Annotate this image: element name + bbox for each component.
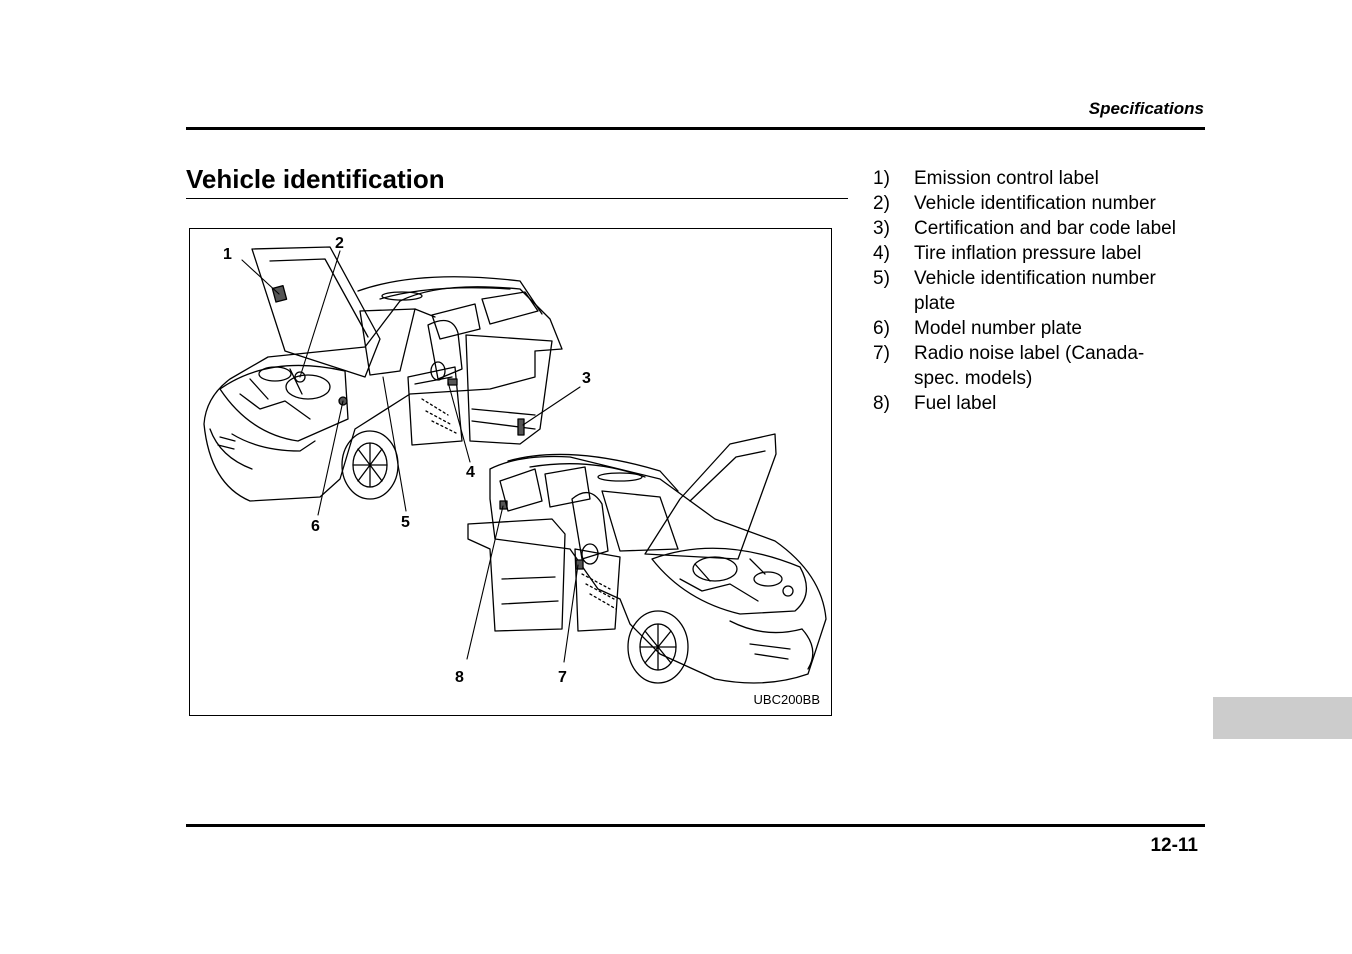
running-header: Specifications bbox=[1088, 99, 1204, 118]
legend-number: 2) bbox=[873, 193, 890, 214]
page-title: Vehicle identification bbox=[186, 164, 445, 194]
footer-rule bbox=[186, 824, 1205, 827]
callout-4: 4 bbox=[466, 464, 475, 481]
legend-number: 4) bbox=[873, 243, 890, 264]
chapter-tab bbox=[1213, 697, 1352, 739]
legend-text: Tire inflation pressure label bbox=[914, 243, 1142, 264]
upper-car-drawing bbox=[203, 246, 563, 502]
legend-number: 6) bbox=[873, 318, 890, 339]
callout-3: 3 bbox=[582, 370, 591, 387]
callout-1: 1 bbox=[223, 246, 232, 263]
legend-item: 8) Fuel label bbox=[873, 391, 1204, 416]
legend-number: 7) bbox=[873, 343, 890, 364]
callout-5: 5 bbox=[401, 514, 410, 531]
callout-7: 7 bbox=[558, 669, 567, 686]
header-rule bbox=[186, 127, 1205, 130]
page-number: 12-11 bbox=[1150, 835, 1198, 856]
legend-item: 4) Tire inflation pressure label bbox=[873, 241, 1204, 266]
legend-number: 8) bbox=[873, 393, 890, 414]
title-rule bbox=[186, 198, 848, 199]
legend-text: Fuel label bbox=[914, 393, 997, 414]
legend-text: Vehicle identification number bbox=[914, 193, 1156, 214]
vehicle-illustration: 1 2 3 4 5 6 7 8 UBC200BB bbox=[203, 235, 827, 707]
callout-numbers: 1 2 3 4 5 6 7 8 bbox=[223, 235, 591, 686]
callout-8: 8 bbox=[455, 669, 464, 686]
callout-6: 6 bbox=[311, 518, 320, 535]
legend-number: 3) bbox=[873, 218, 890, 239]
callout-2: 2 bbox=[335, 235, 344, 252]
lower-car-drawing bbox=[467, 433, 827, 684]
legend-number: 5) bbox=[873, 268, 890, 289]
callout-legend: 1) Emission control label 2) Vehicle ide… bbox=[873, 166, 1204, 416]
legend-text: Radio noise label (Canada-spec. models) bbox=[914, 343, 1145, 389]
legend-text: Certification and bar code label bbox=[914, 218, 1176, 239]
figure-code: UBC200BB bbox=[754, 692, 820, 707]
legend-item: 2) Vehicle identification number bbox=[873, 191, 1204, 216]
vehicle-label-locations-figure: 1 2 3 4 5 6 7 8 UBC200BB bbox=[189, 228, 832, 716]
legend-item: 6) Model number plate bbox=[873, 316, 1204, 341]
legend-number: 1) bbox=[873, 168, 890, 189]
callout-leaders bbox=[241, 250, 581, 663]
legend-text: Model number plate bbox=[914, 318, 1082, 339]
legend-item: 5) Vehicle identification number plate bbox=[873, 266, 1204, 316]
legend-item: 1) Emission control label bbox=[873, 166, 1204, 191]
legend-text: Vehicle identification number plate bbox=[914, 268, 1156, 314]
legend-text: Emission control label bbox=[914, 168, 1099, 189]
legend-item: 3) Certification and bar code label bbox=[873, 216, 1204, 241]
legend-item: 7) Radio noise label (Canada-spec. model… bbox=[873, 341, 1204, 391]
